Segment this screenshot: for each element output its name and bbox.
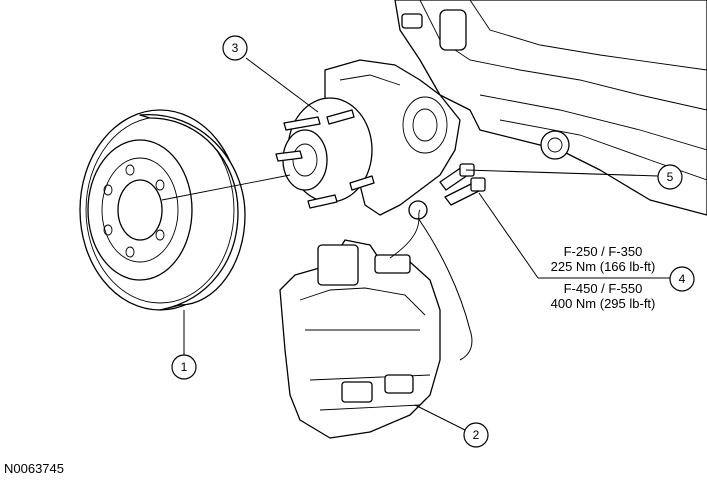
callout-4: 4 <box>669 266 695 292</box>
torque-spec-line-4: 400 Nm (295 lb-ft) <box>551 296 656 311</box>
svg-text:3: 3 <box>232 41 239 55</box>
torque-spec-line-3: F-450 / F-550 <box>564 281 643 296</box>
torque-spec-line-2: 225 Nm (166 lb-ft) <box>551 259 656 274</box>
brake-disc <box>79 109 291 311</box>
svg-text:1: 1 <box>181 360 188 374</box>
wheel-hub <box>275 97 375 209</box>
svg-text:4: 4 <box>679 272 686 286</box>
wheel-studs <box>275 109 375 209</box>
svg-text:2: 2 <box>473 428 480 442</box>
svg-text:5: 5 <box>667 170 674 184</box>
torque-spec: F-250 / F-350 225 Nm (166 lb-ft) F-450 /… <box>551 244 656 311</box>
leader-lines <box>183 57 670 431</box>
torque-spec-line-1: F-250 / F-350 <box>564 244 643 259</box>
suspension-assembly <box>394 0 707 216</box>
disc-stud-holes <box>103 164 165 258</box>
callout-1: 1 <box>171 354 197 380</box>
figure-id: N0063745 <box>4 461 64 476</box>
callout-3: 3 <box>222 35 248 61</box>
callout-2: 2 <box>463 422 489 448</box>
callout-5: 5 <box>657 164 683 190</box>
brake-caliper <box>279 209 441 439</box>
brake-hose <box>417 217 473 361</box>
